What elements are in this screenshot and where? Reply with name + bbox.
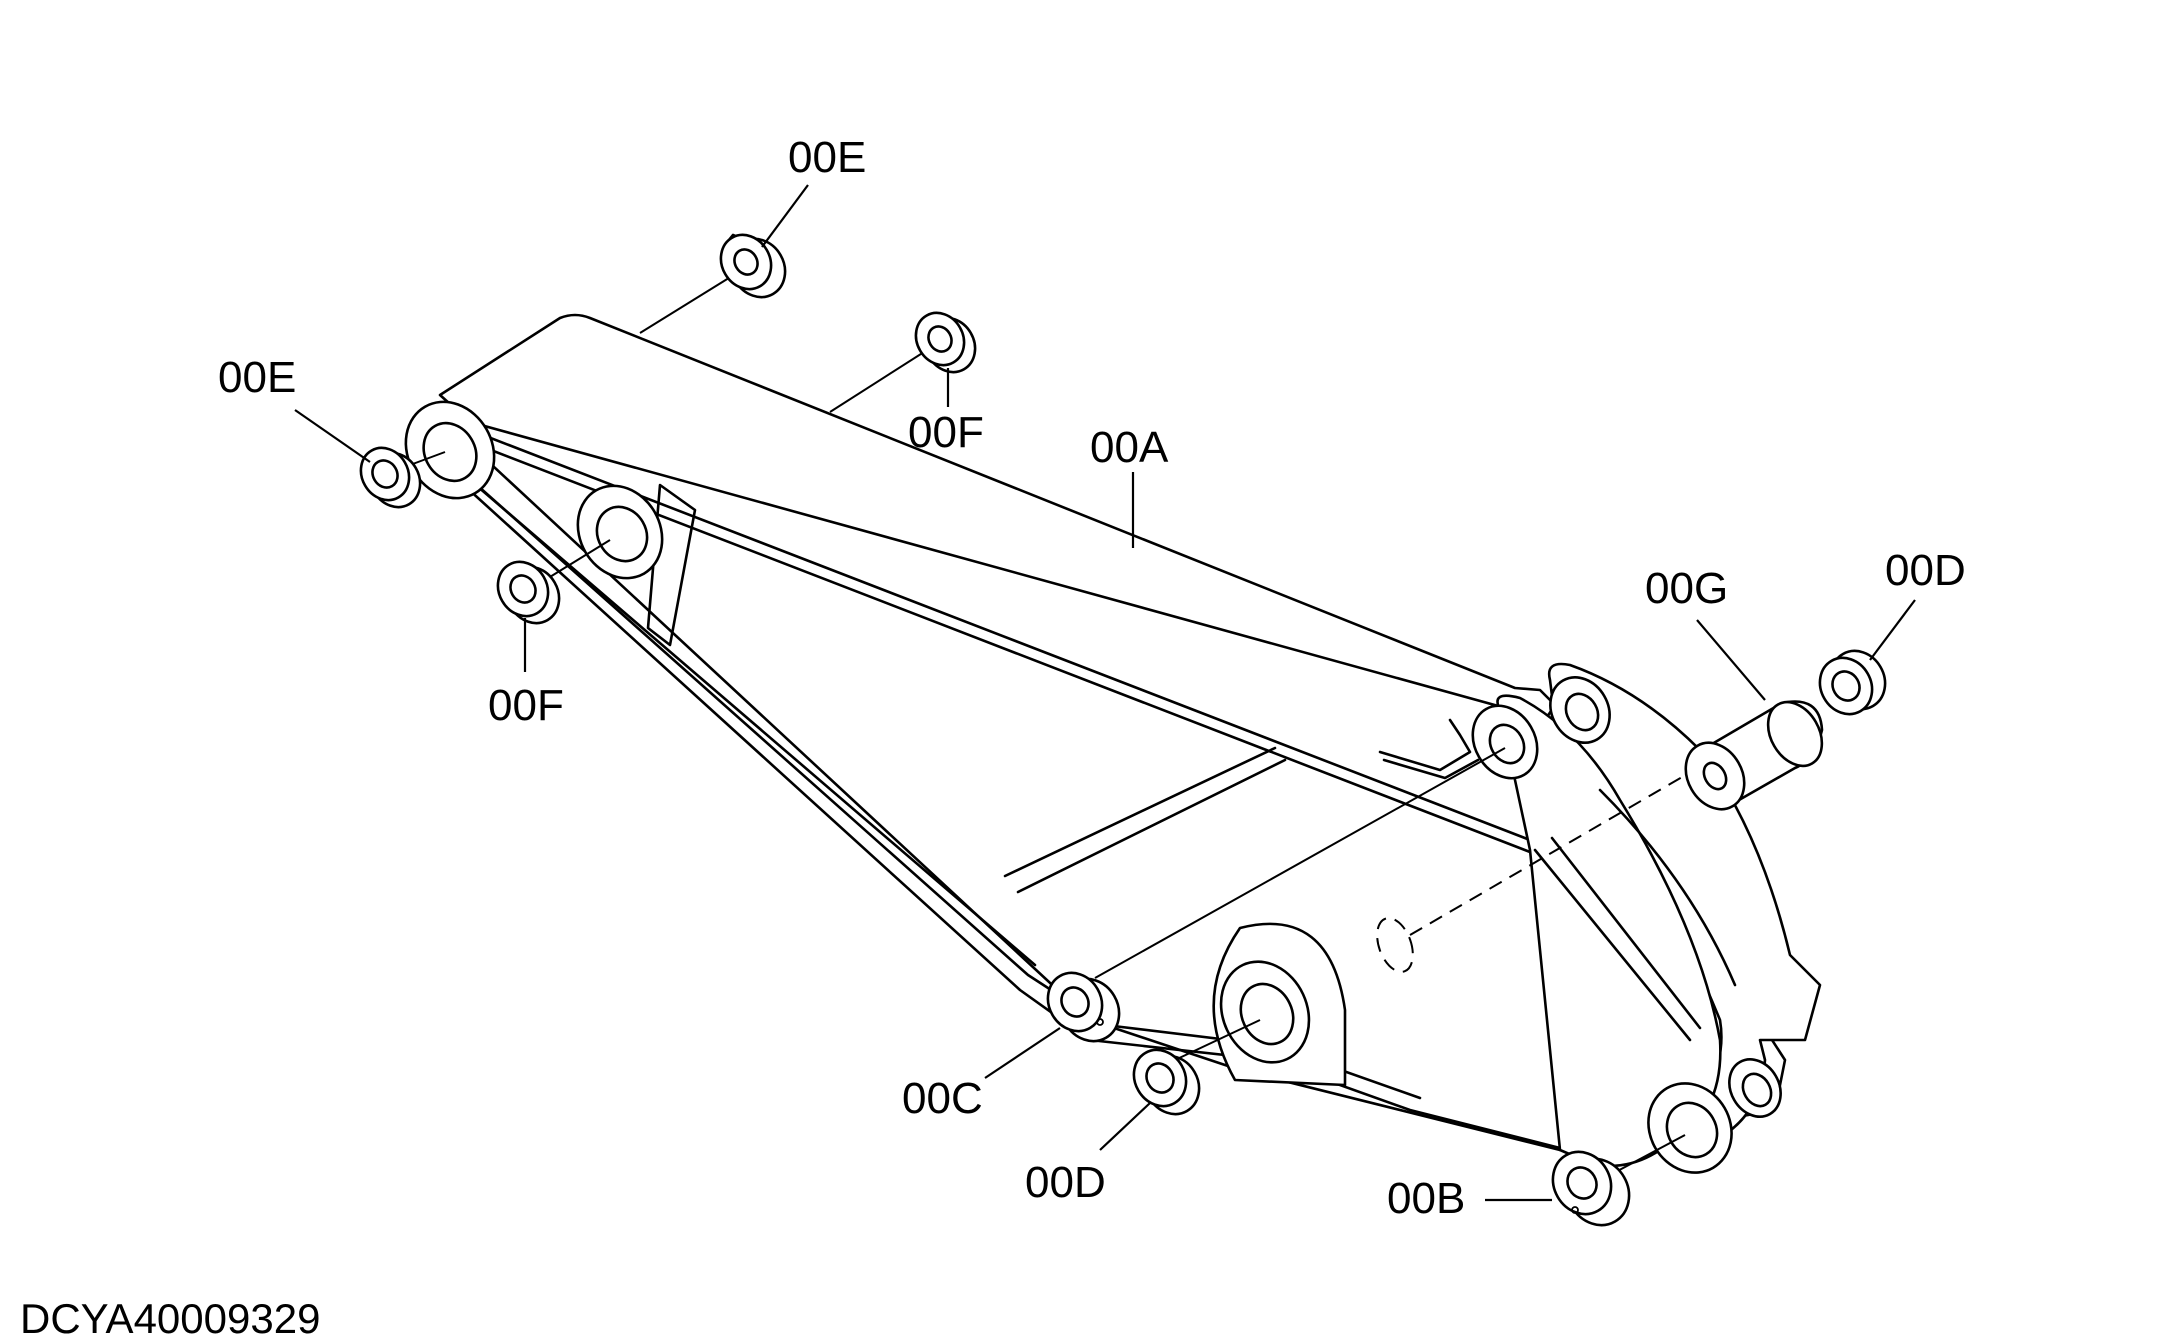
axis-left-f	[544, 539, 611, 581]
callout-00d-right: 00D	[1885, 546, 1966, 595]
callout-00d-lower: 00D	[1025, 1158, 1106, 1207]
arm-bore-bucket-pin	[1647, 1082, 1733, 1174]
arm-grease-hook-2	[1382, 758, 1480, 780]
leader-00d-lower	[1099, 1102, 1151, 1151]
arm-stiffener-left	[646, 483, 697, 647]
callout-00g: 00G	[1645, 564, 1728, 613]
arm-stiffener-mid-1	[1003, 746, 1277, 878]
axis-boss	[1174, 1019, 1261, 1061]
leader-00g	[1696, 619, 1766, 701]
arm-bore-top-left	[404, 400, 496, 500]
callout-labels: 00E 00F 00A 00E 00F 00C 00D 00B 00G 00D	[218, 133, 1966, 1223]
seal-00d-right	[1818, 649, 1887, 716]
seal-00d-lower	[1132, 1048, 1201, 1116]
arm-bore-bracket-top	[1549, 676, 1611, 744]
axis-left-e	[409, 451, 446, 466]
axis-link-pin	[1094, 747, 1506, 979]
leader-00e-left	[294, 409, 371, 463]
callout-00c: 00C	[902, 1074, 983, 1123]
callout-00e-top: 00E	[788, 133, 866, 182]
arm-hidden-bore	[1376, 917, 1414, 973]
leader-00c	[984, 1027, 1061, 1079]
arm-bore-bracket-low	[1728, 1058, 1782, 1118]
axis-top-f	[829, 344, 936, 413]
drawing-code: DCYA40009329	[20, 1295, 320, 1342]
callout-00f-top: 00F	[908, 408, 984, 457]
arm-bore-boss	[1219, 960, 1311, 1064]
arm-end-bracket-edge	[1533, 848, 1692, 1042]
arm-bore-mid-left	[576, 484, 664, 580]
arm-end-bracket-curve	[1598, 788, 1737, 987]
bushing-00e-left	[359, 446, 422, 509]
axis-hidden-sleeve	[1409, 754, 1721, 936]
bushing-00b	[1551, 1150, 1631, 1227]
arm-end-bracket-edge-2	[1550, 836, 1702, 1030]
leader-lines	[294, 184, 1916, 1202]
sleeve-00g	[1684, 700, 1824, 811]
arm-top-flange-edge	[468, 428, 1532, 842]
callout-00f-left: 00F	[488, 681, 564, 730]
arm-grease-hook	[1378, 718, 1472, 772]
arm-lower-flange-outer	[443, 466, 1562, 1150]
arm-lower-flange-line	[468, 478, 1037, 967]
arm-body	[404, 313, 1822, 1174]
callout-00e-left: 00E	[218, 353, 296, 402]
arm-bore-upper-right	[1471, 704, 1539, 780]
callout-00a: 00A	[1090, 423, 1169, 472]
arm-stiffener-mid-2	[1016, 758, 1287, 894]
callout-00b: 00B	[1387, 1174, 1465, 1223]
bushing-00c	[1046, 971, 1121, 1043]
bushing-00e-top	[719, 233, 787, 299]
assembly-axes	[409, 267, 1721, 1176]
axis-bucket-pin	[1609, 1134, 1686, 1176]
bushing-00f-top	[914, 311, 977, 374]
leader-00d-right	[1869, 599, 1916, 661]
arm-end-bracket-front	[1496, 694, 1722, 1168]
leader-00e-top	[761, 184, 809, 248]
bushing-00f-left	[496, 560, 561, 625]
